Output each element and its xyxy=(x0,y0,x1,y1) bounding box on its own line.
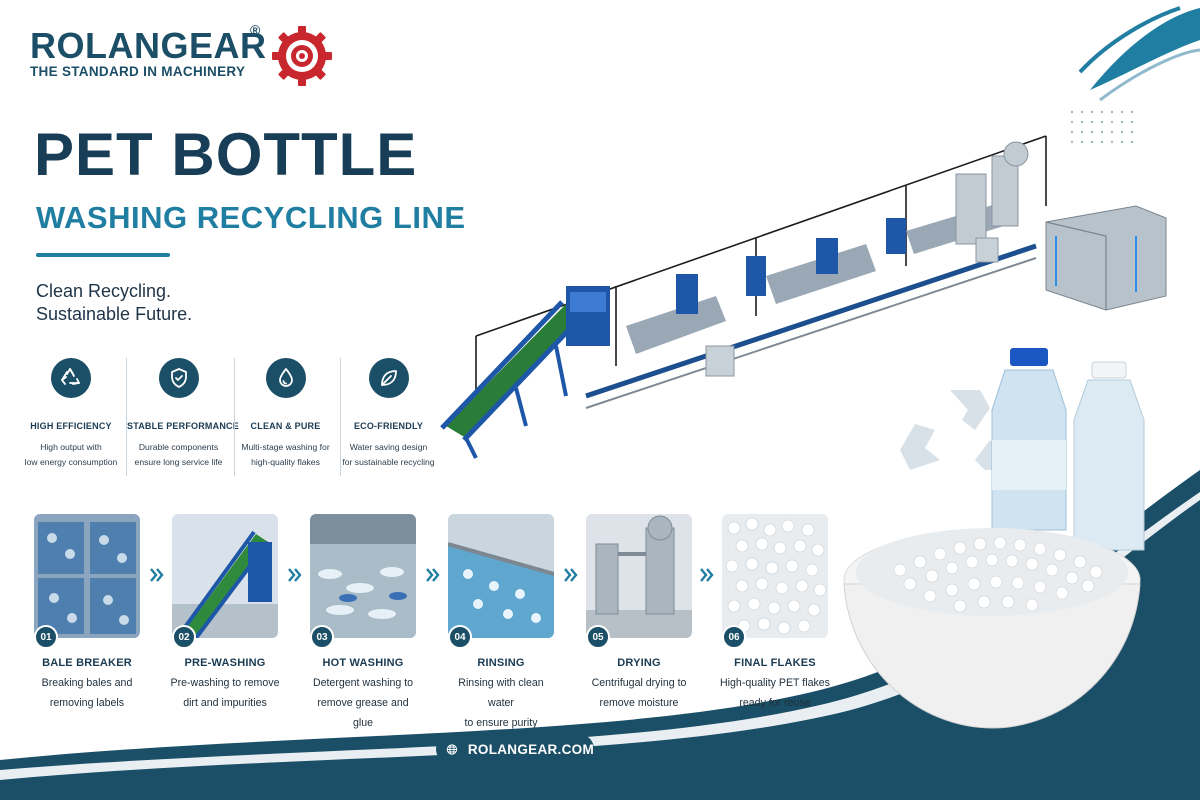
process-step-rinsing: 04 RINSING Rinsing with clean water to e… xyxy=(444,514,558,729)
feature-description: Multi-stage washing for high-quality fla… xyxy=(235,440,336,470)
website-link[interactable]: ROLANGEAR.COM xyxy=(436,734,594,764)
step-desc-line: ready for reuse xyxy=(739,697,811,709)
step-photo xyxy=(34,514,140,638)
brand-tagline: THE STANDARD IN MACHINERY xyxy=(30,64,246,79)
step-description: Centrifugal drying to remove moisture xyxy=(582,673,696,713)
process-step-pre-washing: 02 PRE-WASHING Pre-washing to remove dir… xyxy=(168,514,282,714)
step-photo xyxy=(448,514,554,638)
process-step-bale-breaker: 01 BALE BREAKER Breaking bales and remov… xyxy=(30,514,144,714)
conveyor-belt xyxy=(440,300,586,459)
step-photo xyxy=(586,514,692,638)
water-bottles xyxy=(991,348,1145,551)
feature-desc-line: Durable components xyxy=(138,442,219,452)
feature-desc-line: High output with xyxy=(40,442,102,452)
pet-flakes-bowl-image xyxy=(843,348,1145,729)
step-description: Pre-washing to remove dirt and impuritie… xyxy=(168,673,282,713)
step-title: FINAL FLAKES xyxy=(734,657,816,669)
chevron-right-icon xyxy=(288,568,302,582)
step-desc-line: Detergent washing to xyxy=(312,677,414,689)
step-desc-line: removing labels xyxy=(49,697,125,709)
cabinet-unit xyxy=(1045,205,1167,311)
feature-desc-line: low energy consumption xyxy=(24,457,118,467)
feature-description: High output with low energy consumption xyxy=(20,440,122,470)
step-number-badge: 06 xyxy=(722,625,746,649)
registered-mark: ® xyxy=(250,22,261,38)
step-photo xyxy=(722,514,828,638)
globe-icon xyxy=(446,743,458,755)
step-desc-line: dirt and impurities xyxy=(183,697,267,709)
step-desc-line: High-quality PET flakes xyxy=(720,677,830,689)
feature-description: Water saving design for sustainable recy… xyxy=(341,440,436,470)
process-step-final-flakes: 06 FINAL FLAKES High-quality PET flakes … xyxy=(718,514,832,714)
feature-title: ECO-FRIENDLY xyxy=(353,421,424,431)
step-desc-line: to ensure purity xyxy=(464,717,538,729)
feature-item: STABLE PERFORMANCE Durable components en… xyxy=(126,358,239,476)
page-title: PET BOTTLE xyxy=(34,121,418,188)
step-number-badge: 05 xyxy=(586,625,610,649)
title-underline xyxy=(36,253,170,257)
chevron-right-icon xyxy=(426,568,440,582)
step-number-badge: 03 xyxy=(310,625,334,649)
step-description: Breaking bales and removing labels xyxy=(30,673,144,713)
chevron-right-icon xyxy=(150,568,164,582)
step-photo xyxy=(310,514,416,638)
process-steps: 01 BALE BREAKER Breaking bales and remov… xyxy=(30,514,840,729)
step-title: RINSING xyxy=(477,657,525,669)
feature-desc-line: high-quality flakes xyxy=(251,457,320,467)
chevron-right-icon xyxy=(700,568,714,582)
step-desc-line: Centrifugal drying to xyxy=(591,677,687,689)
shield-check-icon xyxy=(158,358,199,398)
process-step-hot-washing: 03 HOT WASHING Detergent washing to remo… xyxy=(306,514,420,729)
feature-description: Durable components ensure long service l… xyxy=(127,440,230,470)
feature-title: HIGH EFFICIENCY xyxy=(30,421,112,431)
leaf-icon xyxy=(368,358,409,398)
step-number-badge: 02 xyxy=(172,625,196,649)
step-photo xyxy=(172,514,278,638)
step-desc-line: Breaking bales and xyxy=(41,677,133,689)
step-title: HOT WASHING xyxy=(322,657,404,669)
feature-item: HIGH EFFICIENCY High output with low ene… xyxy=(20,358,122,476)
feature-item: ECO-FRIENDLY Water saving design for sus… xyxy=(340,358,436,476)
step-description: High-quality PET flakes ready for reuse xyxy=(718,673,832,713)
water-drop-icon xyxy=(265,358,306,398)
step-title: DRYING xyxy=(617,657,661,669)
step-number-badge: 01 xyxy=(34,625,58,649)
feature-desc-line: ensure long service life xyxy=(134,457,223,467)
feature-title: STABLE PERFORMANCE xyxy=(127,421,239,431)
step-number-badge: 04 xyxy=(448,625,472,649)
step-desc-line: remove moisture xyxy=(599,697,679,709)
step-description: Rinsing with clean water to ensure purit… xyxy=(444,673,558,733)
brand-logo-text: ROLANGEAR xyxy=(30,25,267,66)
step-title: PRE-WASHING xyxy=(184,657,266,669)
feature-desc-line: for sustainable recycling xyxy=(342,457,435,467)
tagline-line-2: Sustainable Future. xyxy=(36,304,193,324)
gear-target-logo-icon xyxy=(272,26,332,86)
feature-desc-line: Water saving design xyxy=(349,442,428,452)
feature-desc-line: Multi-stage washing for xyxy=(241,442,330,452)
feature-list: HIGH EFFICIENCY High output with low ene… xyxy=(20,358,440,476)
tagline-line-1: Clean Recycling. xyxy=(36,281,172,301)
feature-item: CLEAN & PURE Multi-stage washing for hig… xyxy=(234,358,336,476)
step-desc-line: Pre-washing to remove xyxy=(170,677,280,689)
feature-title: CLEAN & PURE xyxy=(250,421,321,431)
step-desc-line: remove grease and glue xyxy=(317,697,409,729)
chevron-right-icon xyxy=(564,568,578,582)
hero-tagline: Clean Recycling. Sustainable Future. xyxy=(36,280,192,326)
recycle-icon xyxy=(51,358,91,398)
step-title: BALE BREAKER xyxy=(42,657,132,669)
step-description: Detergent washing to remove grease and g… xyxy=(306,673,420,733)
process-step-drying: 05 DRYING Centrifugal drying to remove m… xyxy=(582,514,696,714)
page-subtitle: WASHING RECYCLING LINE xyxy=(36,200,466,235)
website-url: ROLANGEAR.COM xyxy=(467,741,594,757)
washing-line-machine-image xyxy=(440,135,1167,459)
step-desc-line: Rinsing with clean water xyxy=(458,677,544,709)
